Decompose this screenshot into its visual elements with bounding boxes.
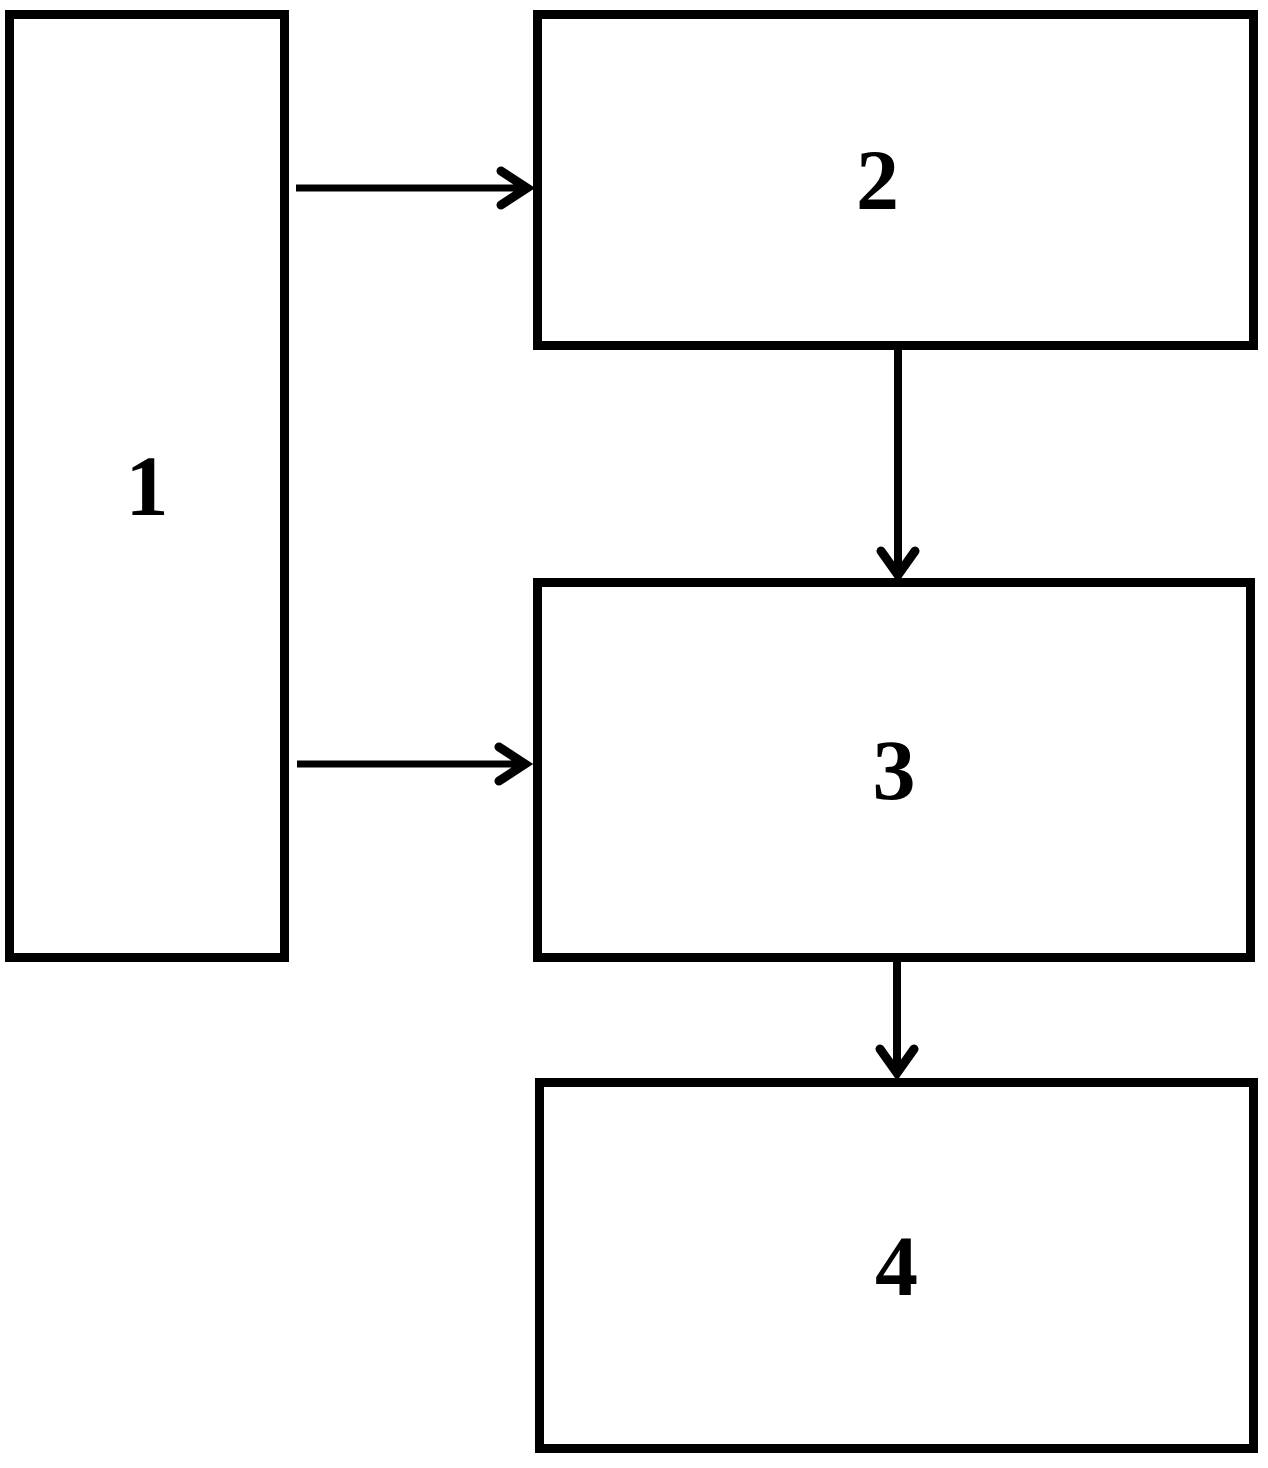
block-3-label: 3 bbox=[872, 722, 916, 818]
arrow-1-to-2 bbox=[296, 166, 536, 210]
arrow-2-to-3 bbox=[876, 350, 920, 583]
block-1-label: 1 bbox=[125, 438, 169, 534]
arrow-3-to-4 bbox=[875, 962, 919, 1081]
arrow-1-to-3 bbox=[297, 742, 534, 786]
block-1: 1 bbox=[5, 10, 289, 962]
block-4-label: 4 bbox=[875, 1217, 918, 1314]
block-2: 2 bbox=[533, 10, 1258, 350]
block-2-label: 2 bbox=[856, 132, 899, 228]
block-4: 4 bbox=[535, 1078, 1258, 1453]
block-3: 3 bbox=[533, 578, 1255, 962]
